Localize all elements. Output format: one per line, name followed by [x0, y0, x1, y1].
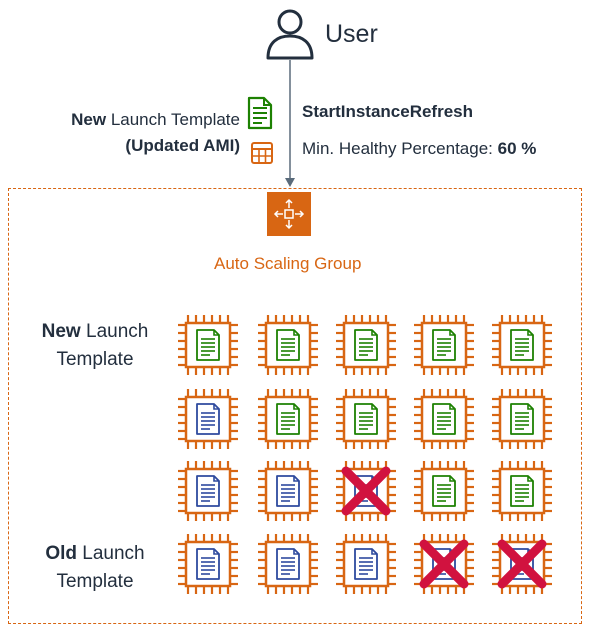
auto-scaling-group-box: [8, 188, 582, 624]
new-instance-chip-icon: [336, 315, 396, 375]
old-instance-chip-icon: [414, 534, 474, 594]
new-label-line2: Template: [56, 349, 134, 370]
old-instance-chip-icon: [258, 534, 318, 594]
new-instance-chip-icon: [414, 461, 474, 521]
new-instance-chip-icon: [492, 461, 552, 521]
new-label-rest: Launch: [80, 321, 149, 342]
flow-arrow: [285, 60, 295, 187]
document-icon: [247, 96, 273, 130]
new-instance-chip-icon: [258, 315, 318, 375]
old-instance-chip-icon: [178, 389, 238, 449]
user-icon: [266, 9, 314, 60]
new-launch-template-label: New Launch Template: [20, 318, 170, 374]
lt-updated: (Updated AMI): [125, 136, 240, 155]
old-label-rest: Launch: [77, 543, 145, 564]
instance-refresh-title: StartInstanceRefresh: [302, 102, 474, 121]
old-instance-chip-icon: [336, 534, 396, 594]
old-launch-template-label: Old Launch Template: [20, 540, 170, 596]
old-instance-chip-icon: [178, 534, 238, 594]
old-instance-chip-icon: [258, 461, 318, 521]
auto-scaling-group-label: Auto Scaling Group: [214, 254, 362, 273]
old-instance-chip-icon: [492, 534, 552, 594]
old-instance-chip-icon: [336, 461, 396, 521]
new-instance-chip-icon: [492, 389, 552, 449]
lt-prefix: New: [71, 110, 107, 129]
new-label-bold: New: [41, 321, 81, 342]
launch-template-label: New Launch Template (Updated AMI): [40, 107, 240, 159]
old-instance-chip-icon: [178, 461, 238, 521]
new-instance-chip-icon: [178, 315, 238, 375]
new-instance-chip-icon: [336, 389, 396, 449]
min-healthy-percentage: Min. Healthy Percentage: 60 %: [302, 139, 536, 159]
min-healthy-value: 60 %: [497, 139, 537, 158]
lt-suffix: Launch Template: [106, 110, 240, 129]
new-instance-chip-icon: [414, 315, 474, 375]
user-label: User: [325, 20, 378, 48]
min-healthy-label: Min. Healthy Percentage:: [302, 139, 498, 158]
table-icon: [251, 142, 273, 164]
auto-scaling-icon: [267, 192, 311, 236]
new-instance-chip-icon: [492, 315, 552, 375]
new-instance-chip-icon: [414, 389, 474, 449]
old-label-bold: Old: [45, 543, 78, 564]
old-label-line2: Template: [56, 571, 134, 592]
new-instance-chip-icon: [258, 389, 318, 449]
